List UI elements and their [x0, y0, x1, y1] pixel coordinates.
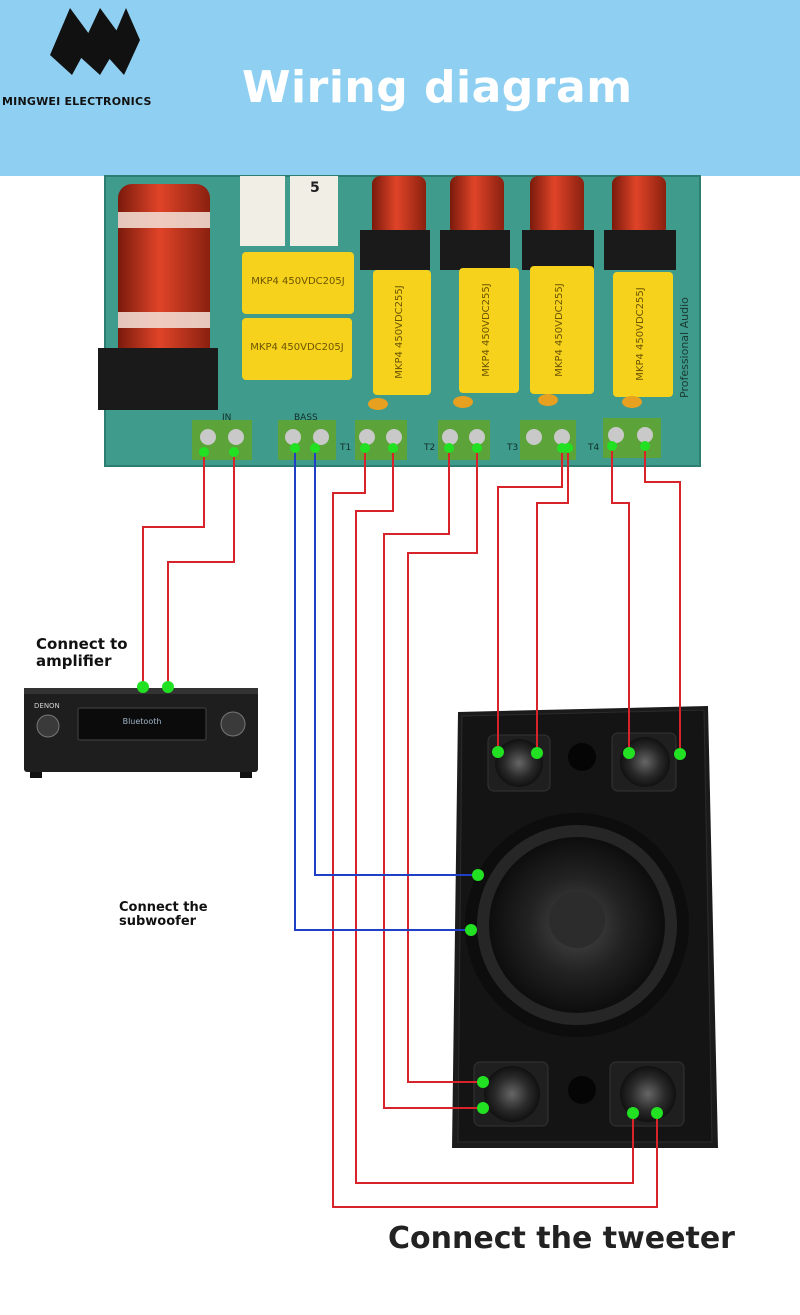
resistor-mark: 5	[310, 180, 320, 196]
tweeter-bottom-right	[609, 1061, 685, 1127]
terminal-label: T4	[587, 443, 599, 453]
svg-text:MKP4 450VDC255J: MKP4 450VDC255J	[394, 285, 405, 378]
mingwei-logo-icon	[50, 8, 140, 75]
terminal-bass	[278, 420, 336, 460]
amplifier-receiver: Bluetooth DENON	[24, 688, 258, 778]
woofer-speaker	[465, 813, 689, 1037]
board-side-text: Professional Audio	[678, 297, 691, 398]
tweeter-bottom-left	[473, 1061, 549, 1127]
tweeter-top-right	[611, 732, 677, 792]
terminal-label: T1	[339, 443, 351, 453]
svg-text:MKP4 450VDC255J: MKP4 450VDC255J	[635, 287, 646, 380]
coil-cap-t2: MKP4 450VDC255J	[440, 176, 519, 393]
terminal-t3	[520, 420, 576, 460]
speaker-cabinet	[452, 706, 718, 1148]
inductor-coil-large	[98, 184, 218, 410]
brand-name: MINGWEI ELECTRONICS	[2, 95, 152, 108]
capacitor-small: MKP4 450VDC205J	[242, 252, 354, 314]
terminal-t2	[438, 420, 490, 460]
tweeter-label: Connect the tweeter	[388, 1221, 735, 1256]
coil-cap-t3: MKP4 450VDC255J	[522, 176, 594, 394]
amp-display-text: Bluetooth	[123, 717, 162, 726]
red-wires	[142, 446, 681, 1208]
resistor	[240, 176, 285, 246]
coil-cap-t4: MKP4 450VDC255J	[604, 176, 676, 397]
crossover-board: 5 MKP4 450VDC205J MKP4 450VDC205J MKP4 4…	[98, 175, 701, 467]
terminal-label: T2	[423, 443, 435, 453]
subwoofer-label: Connect the subwoofer	[119, 900, 208, 930]
connection-dots	[137, 441, 686, 1119]
coil-cap-t1: MKP4 450VDC255J	[360, 176, 431, 395]
terminal-label: IN	[222, 413, 231, 423]
blue-wires	[294, 448, 478, 931]
capacitor-small: MKP4 450VDC205J	[242, 318, 352, 380]
svg-text:MKP4 450VDC205J: MKP4 450VDC205J	[250, 342, 343, 353]
terminal-label: T3	[506, 443, 518, 453]
svg-text:MKP4 450VDC205J: MKP4 450VDC205J	[251, 276, 344, 287]
amplifier-label: Connect to amplifier	[36, 635, 128, 670]
svg-text:MKP4 450VDC255J: MKP4 450VDC255J	[481, 283, 492, 376]
amp-brand: DENON	[34, 702, 60, 710]
svg-text:MKP4 450VDC255J: MKP4 450VDC255J	[554, 283, 565, 376]
terminal-t1	[355, 420, 407, 460]
terminal-label: BASS	[294, 413, 318, 423]
resistor	[290, 176, 338, 246]
page-title: Wiring diagram	[242, 62, 633, 113]
